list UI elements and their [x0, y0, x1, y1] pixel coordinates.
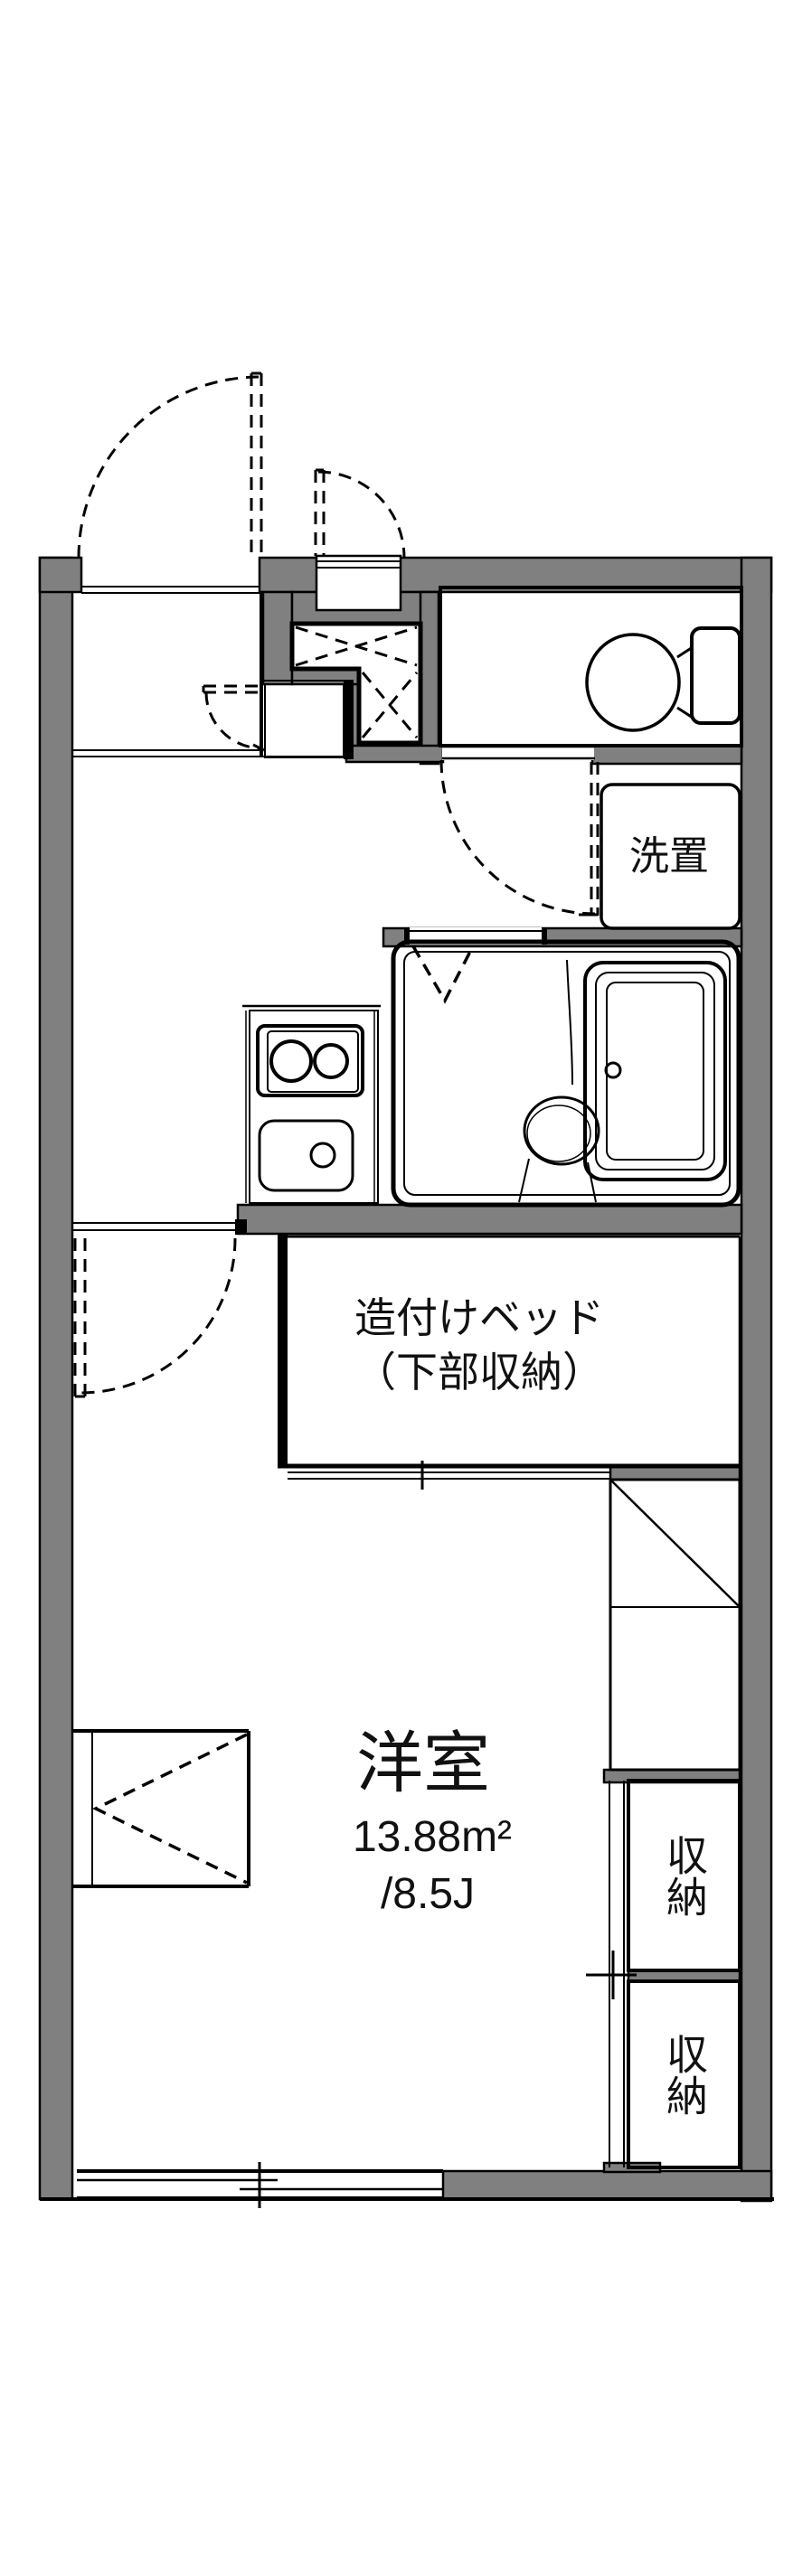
washbasin-icon: [518, 959, 600, 1203]
toilet-door: [439, 759, 600, 917]
room-area-m2: 13.88m²: [353, 1813, 512, 1861]
washer-label: 洗置: [629, 834, 709, 879]
shelf-box: [609, 1478, 741, 1772]
bath-folding-door: [411, 945, 475, 1004]
bathtub-icon: [583, 961, 727, 1181]
genkan-floor: [264, 683, 345, 758]
room-label: 洋室: [356, 1725, 490, 1800]
room-doorway-threshold: [72, 1219, 247, 1235]
room-area-tatami: /8.5J: [381, 1870, 475, 1918]
kitchen-counter: [242, 1004, 381, 1204]
exterior-walls: [38, 556, 773, 2203]
stove-icon: [256, 1024, 364, 1097]
bed-label-line1: 造付けベッド: [354, 1294, 604, 1341]
front-door-opening-threshold: [81, 586, 260, 594]
closet-sliding-doors: [586, 1781, 637, 2167]
entry-step-line: [72, 749, 344, 757]
built-in-bed: [278, 1235, 741, 1490]
toilet-door-threshold: [442, 745, 595, 760]
storage-lower-label: 収納: [661, 2033, 708, 2116]
genkan-closet-door: [202, 684, 265, 752]
overhead-cabinet: [289, 621, 423, 746]
bathroom: [391, 939, 741, 1208]
storage-upper-label: 収納: [661, 1834, 708, 1917]
bed-label-line2: （下部収納）: [354, 1349, 604, 1396]
fold-down-table: [72, 1729, 250, 1888]
entry-main-door: [77, 371, 263, 559]
toilet-icon: [585, 626, 741, 732]
storage-lower-box: [627, 1979, 741, 2169]
sink-icon: [258, 1119, 354, 1192]
washer-space: [600, 783, 741, 930]
entry-porch-recess: [315, 554, 402, 612]
storage-upper-box: [627, 1779, 741, 1972]
room-entry-door: [73, 1237, 237, 1398]
porch-door: [314, 468, 406, 559]
genkan-wall-edge: [344, 681, 354, 759]
sliding-window: [77, 2162, 443, 2208]
